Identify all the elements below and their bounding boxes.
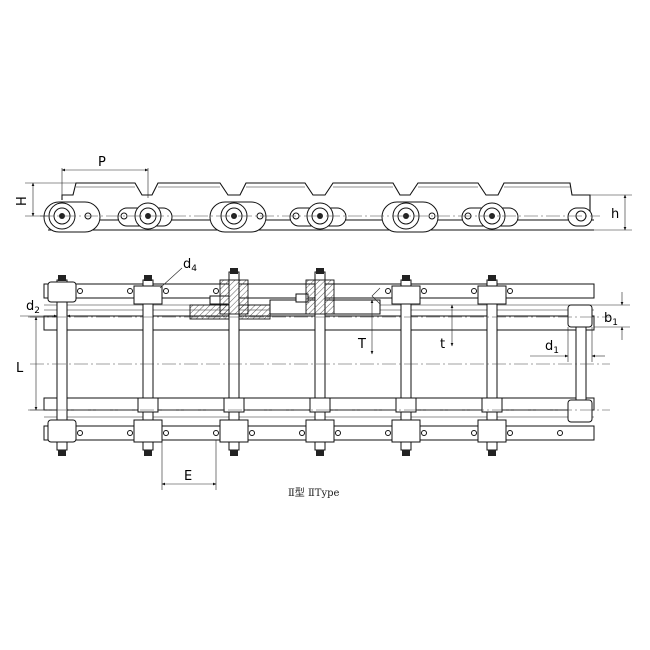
label-L: L bbox=[16, 361, 24, 376]
rivets bbox=[77, 288, 563, 436]
drawing-caption: Ⅱ型 ⅡType bbox=[288, 486, 339, 499]
top-view bbox=[20, 267, 630, 490]
label-T: T bbox=[357, 337, 366, 352]
label-d2: d2 bbox=[26, 299, 40, 316]
side-view bbox=[25, 168, 632, 233]
label-H: H bbox=[15, 196, 30, 206]
pin-heads bbox=[58, 268, 496, 456]
label-d4: d4 bbox=[183, 257, 197, 274]
dim-h bbox=[590, 194, 632, 231]
rollers-side bbox=[48, 202, 587, 230]
dim-b1 bbox=[594, 292, 630, 340]
label-t: t bbox=[440, 337, 445, 352]
label-P: P bbox=[98, 155, 106, 170]
label-b1: b1 bbox=[604, 311, 618, 328]
dim-d4-leader bbox=[159, 267, 183, 289]
dim-H bbox=[25, 182, 76, 217]
label-E: E bbox=[184, 469, 192, 484]
label-h: h bbox=[611, 207, 619, 222]
label-d1: d1 bbox=[545, 339, 559, 356]
dim-d1 bbox=[530, 327, 605, 362]
attachment-profile bbox=[61, 182, 591, 218]
roller-blocks bbox=[47, 281, 593, 443]
dim-E bbox=[161, 440, 217, 490]
dim-L bbox=[28, 316, 57, 411]
